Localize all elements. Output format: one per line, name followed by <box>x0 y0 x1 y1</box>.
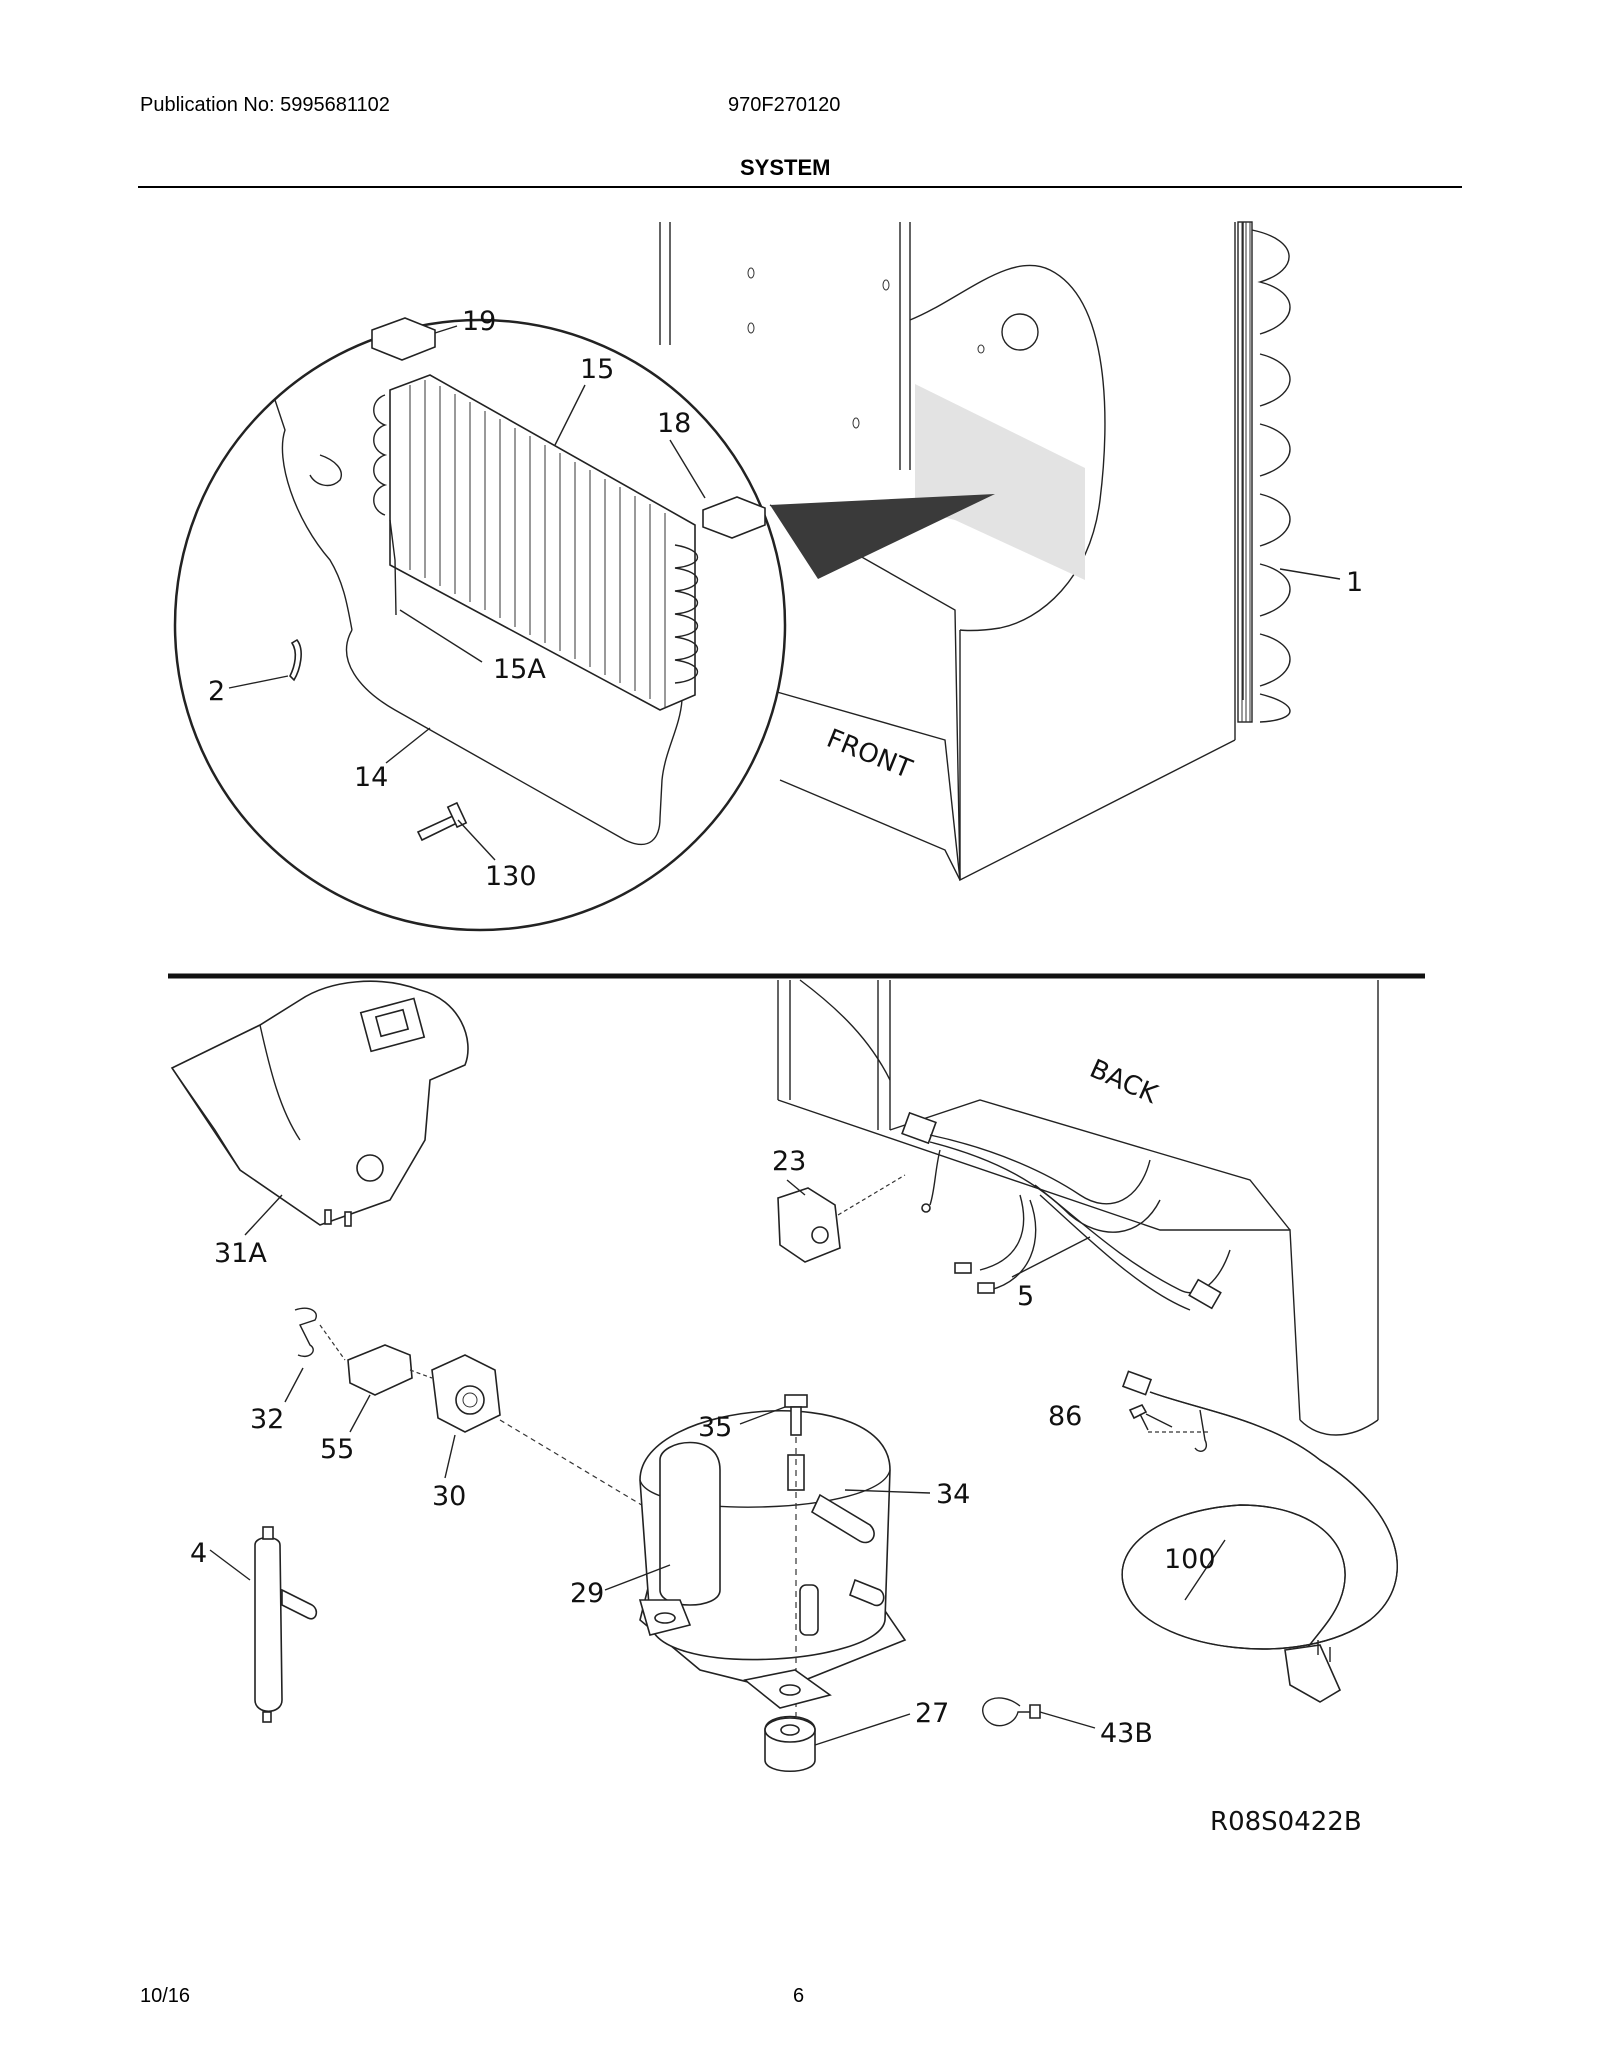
callout-18: 18 <box>657 408 691 439</box>
footer-date: 10/16 <box>140 1985 191 2007</box>
callout-31A: 31A <box>214 1238 267 1269</box>
back-label: BACK <box>1085 1054 1162 1110</box>
callout-27: 27 <box>915 1698 949 1729</box>
callout-29: 29 <box>570 1578 604 1609</box>
leader-lines-upper <box>228 325 1341 861</box>
callout-32: 32 <box>250 1404 284 1435</box>
callout-15A: 15A <box>493 654 546 685</box>
callout-55: 55 <box>320 1434 354 1465</box>
callout-19: 19 <box>462 306 496 337</box>
part-30-overload <box>409 1354 651 1511</box>
leader-lines-lower-left <box>209 1367 456 1581</box>
footer-page-number: 6 <box>793 1985 805 2007</box>
callout-100: 100 <box>1164 1544 1216 1575</box>
leader-lines-lower-right <box>786 1179 1226 1729</box>
part-43B-clip <box>982 1697 1041 1727</box>
part-4-drier <box>254 1526 318 1723</box>
drain-tube <box>346 629 683 846</box>
defrost-heater <box>389 519 397 616</box>
callout-23: 23 <box>772 1146 806 1177</box>
callout-86: 86 <box>1048 1401 1082 1432</box>
callout-35: 35 <box>698 1412 732 1443</box>
leader-lines-compressor <box>604 1406 931 1746</box>
model-number: 970F270120 <box>728 94 841 116</box>
part-27-grommet <box>764 1715 816 1772</box>
publication-number: Publication No: 5995681102 <box>140 94 390 116</box>
callout-1: 1 <box>1346 567 1363 598</box>
cabinet-outline-lower <box>777 979 1379 1436</box>
detail-circle <box>173 318 787 932</box>
part-31A-housing <box>170 980 469 1236</box>
part-19-block <box>371 317 436 361</box>
part-100-power-cord <box>1121 1370 1398 1703</box>
part-32-clip <box>294 1307 317 1357</box>
part-18-block <box>702 496 766 539</box>
callout-14: 14 <box>354 762 388 793</box>
callout-34: 34 <box>936 1479 970 1510</box>
condenser-coil <box>1237 221 1291 723</box>
part-2-clip <box>289 638 302 682</box>
callout-30: 30 <box>432 1481 466 1512</box>
section-title: SYSTEM <box>740 155 831 180</box>
compressor <box>638 1394 907 1720</box>
callout-4: 4 <box>190 1538 207 1569</box>
diagram-reference-code: R08S0422B <box>1210 1807 1362 1837</box>
callout-15: 15 <box>580 354 614 385</box>
detail-pointer <box>770 494 995 579</box>
part-86-screw <box>1128 1403 1210 1433</box>
cabinet-outline-upper <box>659 222 1244 882</box>
callout-2: 2 <box>208 676 225 707</box>
wiring-harness <box>901 1111 1231 1311</box>
part-23-timer <box>777 1174 906 1263</box>
evaporator <box>373 374 698 711</box>
part-55-relay <box>319 1324 413 1396</box>
header-rule <box>138 186 1462 188</box>
front-label: FRONT <box>822 724 916 785</box>
callout-5: 5 <box>1017 1281 1034 1312</box>
callout-43B: 43B <box>1100 1718 1153 1749</box>
callout-130: 130 <box>485 861 537 892</box>
